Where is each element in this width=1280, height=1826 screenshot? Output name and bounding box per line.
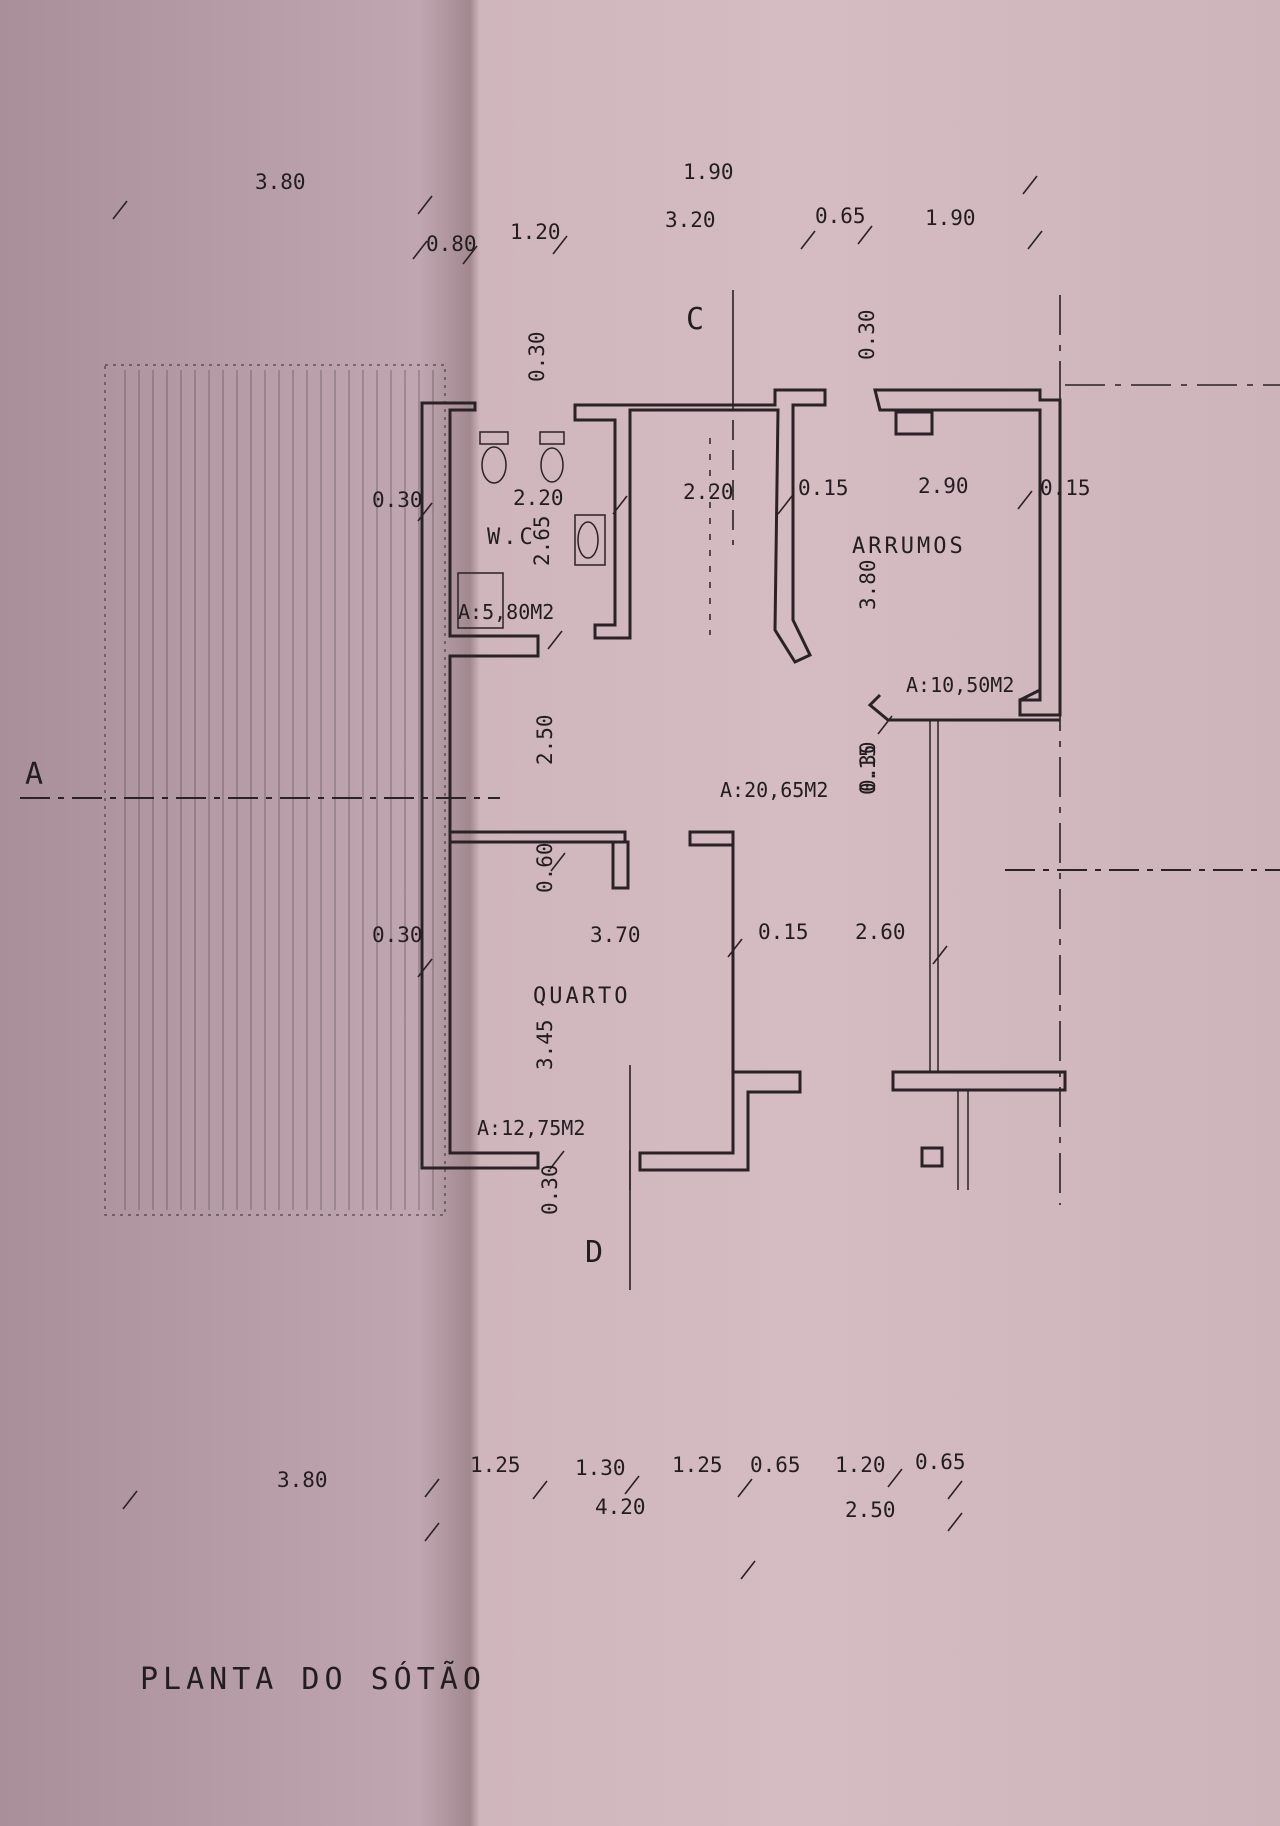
roof-hatch [104, 364, 446, 1216]
dim-bottom-6: 1.20 [835, 1453, 886, 1477]
dimension-tick [1027, 230, 1043, 250]
dimension-tick [552, 235, 568, 255]
dim-int-1: 0.30 [525, 331, 549, 382]
room-area-quarto: A:12,75M2 [477, 1116, 586, 1140]
toilet-fixture [481, 446, 507, 484]
dim-int-3: 0.30 [855, 309, 879, 360]
dimension-tick [612, 495, 628, 515]
dimension-tick [417, 958, 433, 978]
dim-top-1: 3.80 [255, 170, 306, 194]
dim-int-4: 0.30 [372, 923, 423, 947]
shower-tray [457, 572, 504, 629]
dimension-tick [549, 1150, 565, 1170]
dimension-tick [532, 1480, 548, 1500]
basin-fixture [574, 514, 606, 566]
dimension-tick [947, 1480, 963, 1500]
dimension-tick [1017, 490, 1033, 510]
dimension-tick [547, 630, 563, 650]
dim-bottom-1: 3.80 [277, 1468, 328, 1492]
dim-top-6: 0.65 [815, 204, 866, 228]
dimension-tick [412, 240, 428, 260]
dim-top-3: 0.80 [426, 232, 477, 256]
section-marker-a: A [25, 757, 44, 792]
dimension-tick [122, 1490, 138, 1510]
dim-int-15: 0.15 [856, 744, 880, 795]
dimension-tick [424, 1522, 440, 1542]
section-marker-c: C [686, 302, 705, 337]
dim-int-7: 2.20 [513, 486, 564, 510]
dim-int-5: 0.30 [538, 1164, 562, 1215]
plan-title: PLANTA DO SÓTÃO [140, 1662, 486, 1697]
dim-bottom-7: 0.65 [915, 1450, 966, 1474]
dim-int-17: 3.70 [590, 923, 641, 947]
room-area-wc: A:5,80M2 [458, 600, 555, 624]
dim-int-12: 2.65 [530, 515, 554, 566]
dim-int-13: 3.80 [856, 559, 880, 610]
dimension-tick [777, 495, 793, 515]
room-area-arrumos: A:10,50M2 [906, 673, 1015, 697]
dimension-tick [550, 852, 566, 872]
dim-top-2: 1.90 [683, 160, 734, 184]
dim-bottom-2: 1.25 [470, 1453, 521, 1477]
room-name-arrumos: ARRUMOS [852, 534, 966, 559]
dimension-tick [424, 1478, 440, 1498]
wall-left [420, 401, 540, 1170]
dimension-tick [857, 225, 873, 245]
dim-int-11: 0.15 [1040, 476, 1091, 500]
dim-top-4: 1.20 [510, 220, 561, 244]
room-name-quarto: QUARTO [533, 984, 631, 1009]
dim-int-20: 3.45 [533, 1019, 557, 1070]
dim-bottom-4: 1.25 [672, 1453, 723, 1477]
small-shaft [920, 1146, 944, 1168]
room-area-hall: A:20,65M2 [720, 778, 829, 802]
dim-bottom-9: 2.50 [845, 1498, 896, 1522]
dimension-tick [737, 1478, 753, 1498]
wall-arrumos [873, 388, 1062, 717]
dim-int-19: 2.60 [855, 920, 906, 944]
dimension-tick [932, 945, 948, 965]
dim-top-7: 1.90 [925, 206, 976, 230]
wall-wc-right [573, 388, 827, 664]
dimension-tick [417, 502, 433, 522]
dim-top-5: 3.20 [665, 208, 716, 232]
dim-int-2: 0.30 [372, 488, 423, 512]
dimension-tick [727, 938, 743, 958]
dim-int-18: 0.15 [758, 920, 809, 944]
wall-arrumos-bottom [867, 693, 1060, 722]
dim-int-8: 2.20 [683, 480, 734, 504]
room-name-wc: W.C [487, 525, 536, 550]
wall-quarto-top [450, 830, 630, 890]
dimension-tick [887, 1468, 903, 1488]
dimension-tick [112, 200, 128, 220]
dimension-tick [740, 1560, 756, 1580]
wall-quarto-right [638, 830, 802, 1172]
wall-lower-right [891, 1070, 1067, 1092]
dimension-tick [417, 195, 433, 215]
dim-int-14: 2.50 [533, 714, 557, 765]
dimension-tick [462, 245, 478, 265]
dim-int-16: 0.60 [533, 842, 557, 893]
dimension-tick [624, 1475, 640, 1495]
section-marker-d: D [585, 1235, 604, 1270]
chimney [894, 410, 934, 436]
dimension-tick [877, 715, 893, 735]
dimension-tick [1022, 175, 1038, 195]
dim-int-10: 2.90 [918, 474, 969, 498]
bidet-fixture [540, 447, 564, 483]
dim-bottom-8: 4.20 [595, 1495, 646, 1519]
dim-bottom-5: 0.65 [750, 1453, 801, 1477]
dimension-tick [947, 1512, 963, 1532]
dim-int-9: 0.15 [798, 476, 849, 500]
dim-bottom-3: 1.30 [575, 1456, 626, 1480]
dimension-tick [800, 230, 816, 250]
